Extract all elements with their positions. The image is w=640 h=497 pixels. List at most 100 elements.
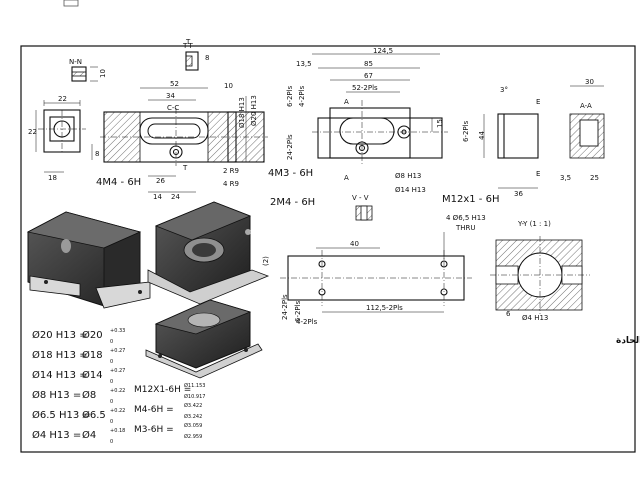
aa-label: A-A — [580, 102, 592, 110]
dim-dia14: Ø14 H13 — [395, 186, 426, 194]
view-top: 124,5 85 67 13,5 52-2Pls 6-2Pls 4-2Pls 2… — [268, 47, 499, 208]
section-yy: Y-Y (1 : 1) 6 Ø4 H13 — [490, 220, 590, 322]
section-nn: N-N 10 — [69, 58, 107, 82]
nn-label: N-N — [69, 58, 82, 66]
dim-6-2pls-b: 6-2Pls — [462, 120, 470, 142]
general-note: 0.5 X 45° تخوش الثقوب والقلوظات وتكسر ال… — [616, 336, 640, 346]
a-mark-2: A — [344, 174, 349, 182]
thread-lower: Ø2.959 — [184, 433, 202, 440]
tolerance-base: Ø6.5 — [82, 409, 106, 421]
dim-26: 26 — [156, 177, 165, 185]
view-side-e: 3° E 44 E 36 — [478, 86, 540, 198]
view-bottom-plan: 40 (2) 4 Ø6,5 H13 THRU 112,5-2Pls 24-2Pl… — [262, 214, 486, 326]
dim-4-2pls-b: 4-2Pls — [296, 318, 318, 326]
tolerance-upper: +0.18 — [110, 428, 125, 434]
dim-m12: M12x1 - 6H — [442, 194, 499, 205]
tolerance-spec: Ø20 H13 = — [32, 329, 88, 341]
dim-4-2pls: 4-2Pls — [298, 85, 306, 107]
tt-label: T-T — [182, 42, 194, 50]
dim-85: 85 — [364, 60, 373, 68]
dim-4m3: 4M3 - 6H — [268, 168, 313, 179]
tolerance-spec: Ø4 H13 = — [32, 429, 81, 441]
dim-34-front: 34 — [166, 92, 175, 100]
dim-25: 25 — [590, 174, 599, 182]
vv-label: V - V — [352, 194, 369, 202]
tolerance-upper: +0.27 — [110, 348, 125, 354]
tolerance-base: Ø18 — [82, 349, 103, 361]
dim-30: 30 — [585, 78, 594, 86]
yy-label: Y-Y (1 : 1) — [517, 220, 551, 228]
dim-3deg: 3° — [500, 86, 508, 94]
thread-spec: M12X1-6H = — [134, 385, 191, 395]
dim-112-5: 112,5-2Pls — [366, 304, 403, 312]
dim-6-2pls-c: 6-2Pls — [294, 300, 302, 322]
tolerance-spec: Ø14 H13 = — [32, 369, 88, 381]
dim-2: (2) — [262, 256, 270, 266]
tolerance-base: Ø14 — [82, 369, 103, 381]
section-aa: 30 A-A 3,5 25 — [560, 78, 605, 182]
iso-render-center-lower — [145, 299, 263, 379]
dim-36: 36 — [514, 190, 523, 198]
tolerance-upper: +0.33 — [110, 328, 125, 334]
tolerance-spec: Ø6.5 H13 = — [32, 409, 91, 421]
dim-13-5: 13,5 — [296, 60, 312, 68]
thread-lower: Ø10.917 — [184, 393, 205, 400]
tolerance-row: Ø8 H13 =Ø8+0.220 — [32, 388, 125, 405]
scrap-box — [63, 0, 79, 7]
thread-spec: M3-6H = — [134, 425, 174, 435]
dim-tt-8: 8 — [205, 54, 209, 62]
tolerance-row: Ø6.5 H13 =Ø6.5+0.220 — [32, 408, 125, 425]
drawing-frame — [20, 45, 636, 453]
dim-67: 67 — [364, 72, 373, 80]
dim-4m4: 4M4 - 6H — [96, 177, 141, 188]
cc-label: C-C — [167, 104, 179, 112]
dim-52-2pls: 52-2Pls — [352, 84, 378, 92]
tolerance-base: Ø20 — [82, 329, 103, 341]
section-tt: T-T 8 — [182, 42, 209, 71]
tolerance-lower: 0 — [110, 339, 113, 345]
tolerance-upper: +0.22 — [110, 388, 125, 394]
dim-24-2pls: 24-2Pls — [286, 134, 294, 160]
tolerance-base: Ø4 — [82, 429, 96, 441]
t-mark-1: T — [182, 164, 188, 172]
view-left-square: 22 22 18 8 — [28, 95, 99, 182]
tolerance-row: Ø4 H13 =Ø4+0.180 — [32, 428, 125, 445]
dim-40: 40 — [350, 240, 359, 248]
tolerance-spec: Ø18 H13 = — [32, 349, 88, 361]
dim-dia4: Ø4 H13 — [522, 314, 548, 322]
tolerance-lower: 0 — [110, 379, 113, 385]
dim-22-side: 22 — [28, 128, 37, 136]
tolerance-lower: 0 — [110, 399, 113, 405]
tolerance-upper: +0.22 — [110, 408, 125, 414]
a-mark-1: A — [344, 98, 349, 106]
dim-6-2pls: 6-2Pls — [286, 85, 294, 107]
thread-upper: Ø11.153 — [184, 382, 205, 389]
dim-thru: THRU — [455, 224, 476, 232]
dim-dia18: Ø18 H13 — [238, 97, 246, 128]
t-mark-2: T — [185, 38, 191, 46]
tolerance-lower: 0 — [110, 359, 113, 365]
thread-upper: Ø3.059 — [184, 422, 202, 429]
dim-6-yy: 6 — [506, 310, 511, 318]
dim-3-5: 3,5 — [560, 174, 571, 182]
dim-14: 14 — [153, 193, 162, 201]
dim-124-5: 124,5 — [373, 47, 393, 55]
tolerance-base: Ø8 — [82, 389, 96, 401]
dim-4r9: 4 R9 — [223, 180, 239, 188]
dim-8-left: 8 — [95, 150, 99, 158]
dim-10-front: 10 — [224, 82, 233, 90]
tolerance-upper: +0.27 — [110, 368, 125, 374]
thread-upper: Ø3.422 — [184, 402, 202, 409]
iso-render-left — [26, 211, 151, 309]
section-vv: V - V — [352, 194, 373, 221]
dim-2m4: 2M4 - 6H — [270, 197, 315, 208]
dim-52-front: 52 — [170, 80, 179, 88]
dim-2r9: 2 R9 — [223, 167, 239, 175]
e-mark-1: E — [536, 98, 540, 106]
tolerance-row: Ø18 H13 =Ø18 +0.27 0 — [32, 348, 125, 365]
dim-44: 44 — [478, 131, 486, 140]
dim-dia8: Ø8 H13 — [395, 172, 421, 180]
